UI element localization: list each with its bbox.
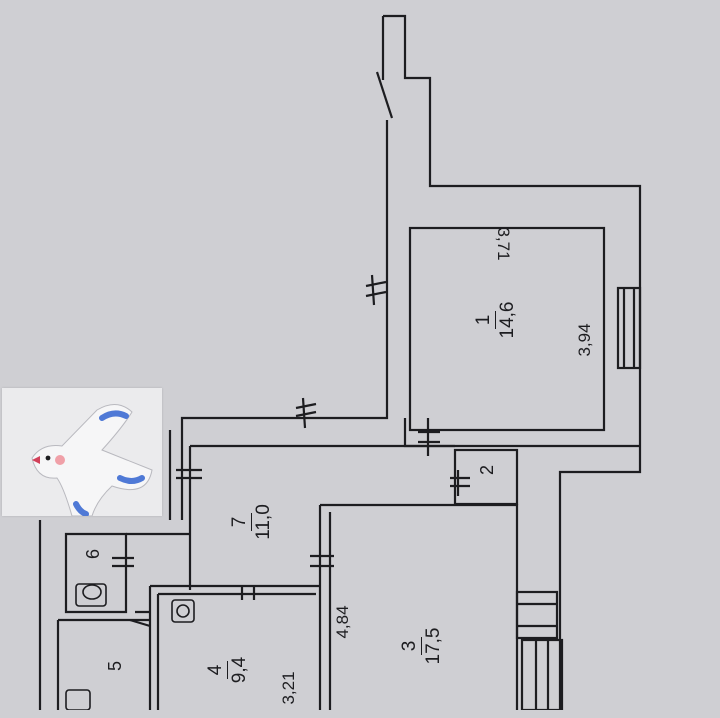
room-4-width: 3,21 — [279, 671, 298, 705]
room-5-wall — [38, 520, 150, 710]
sticker — [2, 388, 162, 517]
room-6-label: 6 — [83, 549, 103, 560]
toilet-icon — [65, 689, 91, 710]
room-1-wall — [408, 226, 606, 432]
bird-sticker-icon — [31, 404, 153, 517]
room-4-wall — [148, 584, 320, 710]
window-room-1 — [616, 286, 642, 370]
window-room-3a — [515, 590, 559, 640]
room-5-label: 5 — [105, 661, 125, 672]
room-3-wall — [318, 503, 519, 710]
room-2-label: 2 — [477, 465, 497, 476]
window-room-3b — [520, 638, 564, 710]
sink-icon — [171, 599, 195, 623]
room-1-width: 3,94 — [575, 323, 594, 357]
outer-wall — [383, 14, 642, 710]
door-swing-entry — [375, 71, 394, 119]
corridor-wall-left — [180, 16, 389, 520]
inner-wall-bath — [126, 532, 190, 614]
room-3-width: 4,84 — [333, 605, 352, 639]
room-6-wall — [64, 532, 128, 614]
room-1-length: 3,71 — [494, 227, 513, 261]
toilet-icon — [75, 583, 107, 607]
